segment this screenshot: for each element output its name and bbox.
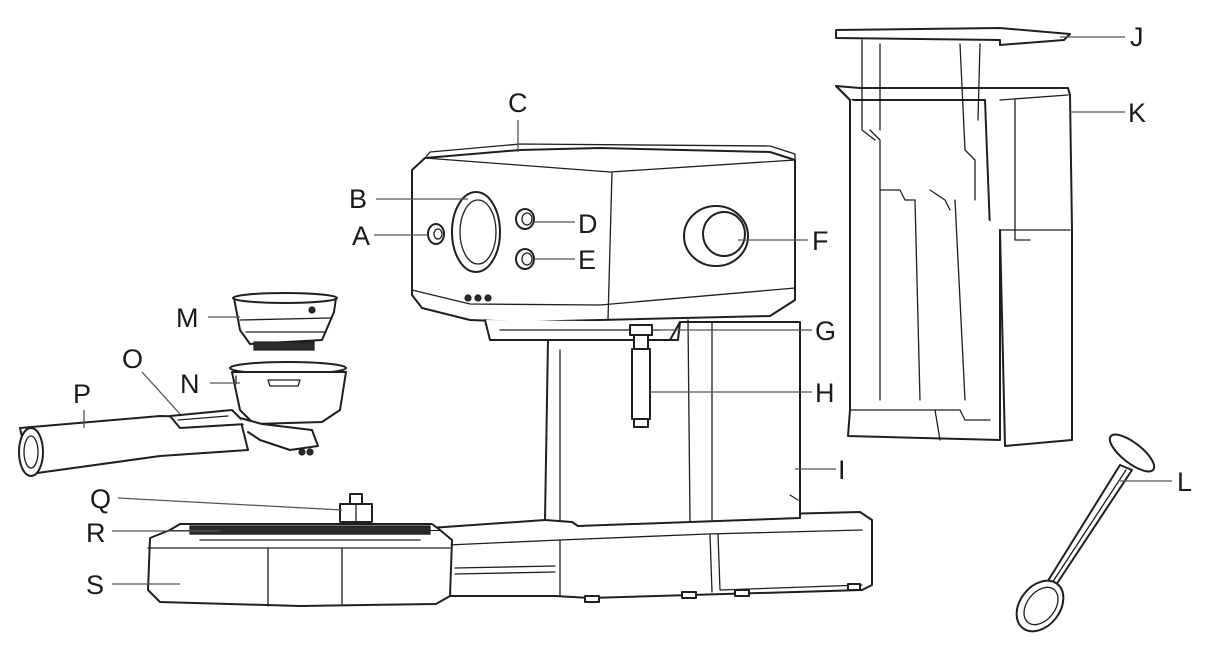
label-g: G — [815, 316, 836, 346]
label-r: R — [86, 518, 106, 548]
water-tank-lid — [835, 27, 1071, 201]
label-m: M — [176, 303, 199, 333]
tamper-spoon — [1015, 433, 1156, 633]
label-b: B — [349, 184, 367, 214]
label-k: K — [1128, 98, 1146, 128]
label-d: D — [578, 209, 598, 239]
filter-basket-single — [232, 292, 338, 351]
label-p: P — [73, 379, 91, 409]
label-i: I — [838, 455, 846, 485]
portafilter — [18, 409, 319, 477]
pressure-gauge — [451, 191, 501, 273]
button-d[interactable] — [515, 208, 535, 230]
label-l: L — [1177, 467, 1192, 497]
drip-tray — [147, 523, 453, 607]
part-labels: A B C D E F G H I J K L M N O P Q R S — [73, 22, 1192, 600]
machine-base — [429, 511, 873, 603]
label-h: H — [815, 378, 835, 408]
leader-lines — [83, 36, 1172, 585]
label-a: A — [352, 221, 370, 251]
spout-adapter — [339, 493, 373, 523]
label-e: E — [578, 245, 596, 275]
label-q: Q — [90, 484, 111, 514]
machine-column — [544, 319, 801, 527]
button-e[interactable] — [515, 248, 535, 270]
label-j: J — [1130, 22, 1144, 52]
filter-basket-double — [229, 361, 347, 425]
power-knob[interactable] — [427, 223, 445, 245]
label-s: S — [86, 570, 104, 600]
label-c: C — [508, 88, 528, 118]
label-n: N — [180, 369, 200, 399]
label-o: O — [122, 344, 143, 374]
water-tank — [835, 85, 1073, 447]
label-f: F — [812, 226, 829, 256]
steam-knob[interactable] — [683, 205, 749, 267]
indicator-lights — [464, 294, 492, 302]
steam-wand — [629, 324, 653, 428]
